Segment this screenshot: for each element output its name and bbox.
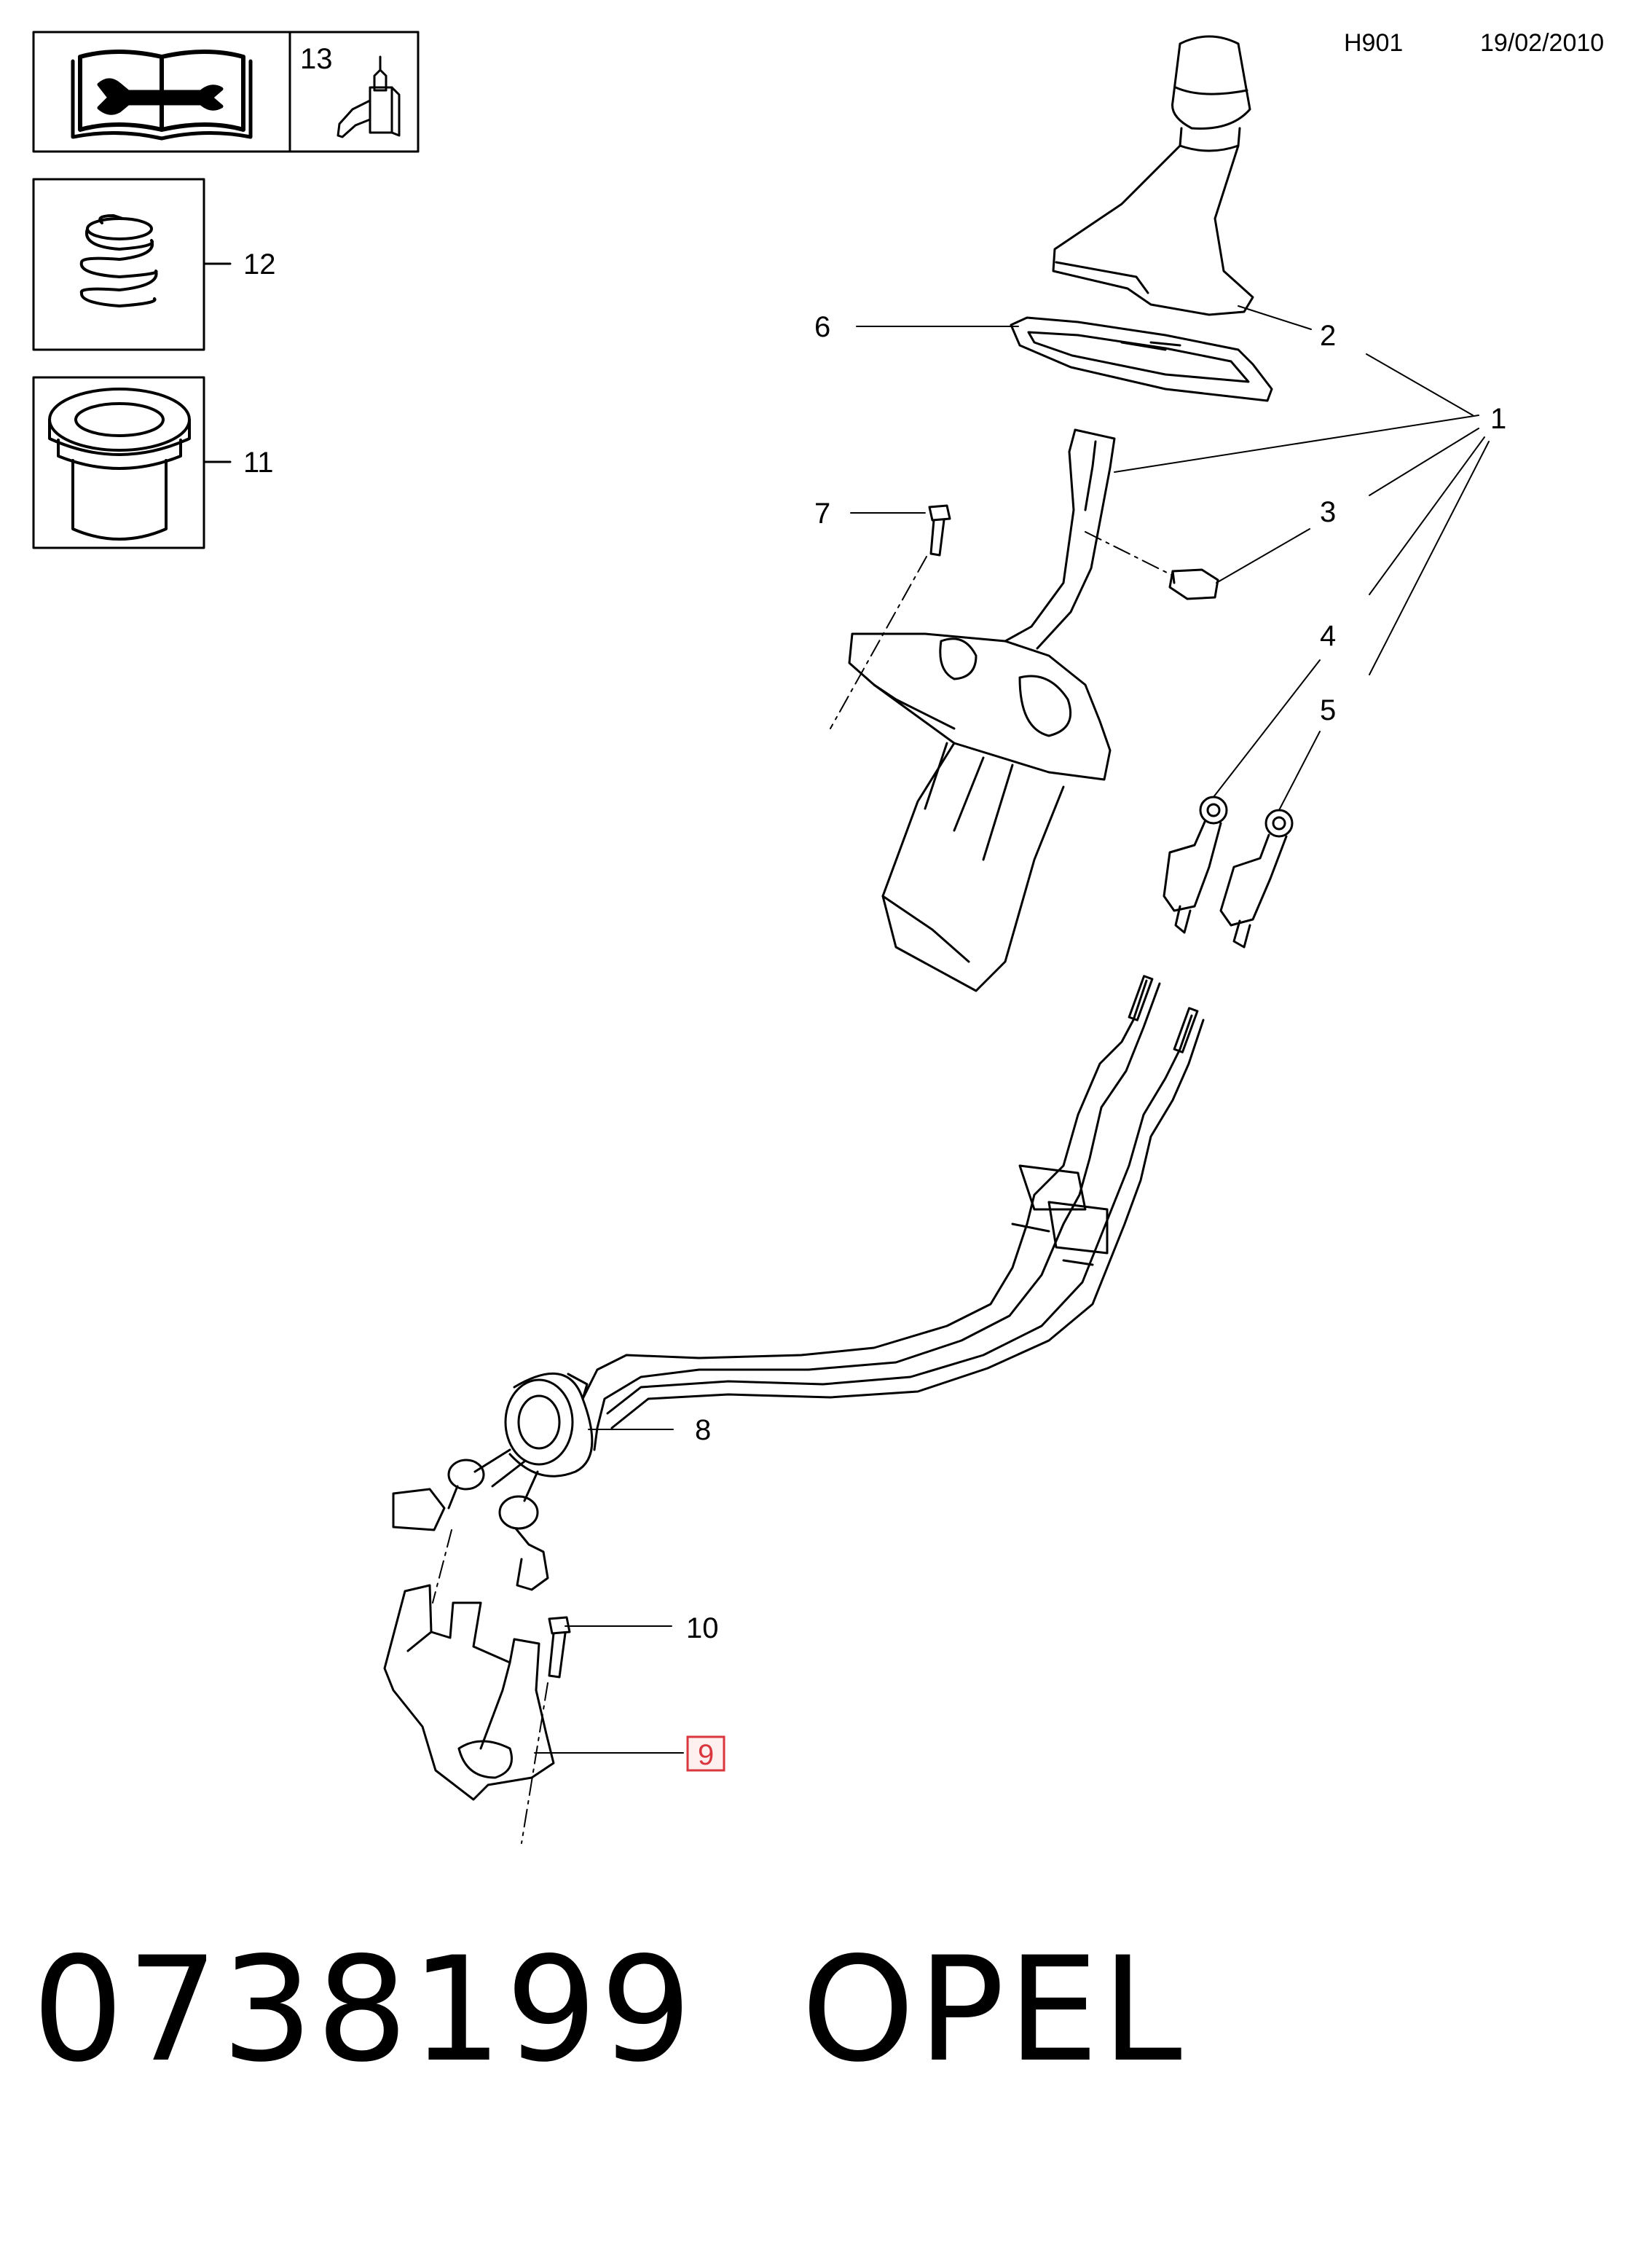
callout-6: 6 [814,311,830,343]
part-number: 0738199 [32,1926,695,2094]
exploded-parts-diagram: 1 2 3 4 5 6 7 8 10 9 13 12 11 [32,31,1506,1844]
callout-10: 10 [686,1612,719,1644]
legend-box-manual [32,31,420,153]
cable-end-transmission [392,1448,549,1591]
callout-9[interactable]: 9 [698,1739,714,1771]
bracket-bolt [548,1616,571,1679]
callout-9-highlight-box [686,1735,725,1772]
legend-number-11: 11 [243,447,274,479]
callout-8: 8 [695,1414,711,1446]
callout-5: 5 [1320,694,1336,726]
cable-grommet [504,1372,599,1477]
manual-wrench-book-icon [71,50,253,141]
callout-7: 7 [814,498,830,530]
callout-4: 4 [1320,620,1336,652]
shift-lever-housing [848,428,1116,992]
legend-numbers: 13 12 11 [243,43,333,479]
callout-1: 1 [1490,403,1506,435]
brand-name: OPEL [801,1926,1185,2094]
legend-box-bushing [32,376,232,549]
callouts: 1 2 3 4 5 6 7 8 10 9 [686,311,1506,1772]
alignment-lines [432,531,1173,1844]
cable-end-fitting-4 [1163,796,1228,934]
legend-number-12: 12 [243,248,276,280]
shift-boot-frame [1010,316,1273,402]
cable-end-fitting-5 [1219,809,1294,949]
legend-box-spring [32,178,232,351]
shift-cables [581,975,1205,1429]
callout-2: 2 [1320,320,1336,352]
adhesive-bottle-icon [337,55,401,138]
bushing-grommet-icon [48,388,191,541]
gear-knob-boot [1052,35,1254,316]
selector-clip [1168,568,1219,600]
coil-spring-icon [79,214,158,307]
legend-number-13: 13 [300,43,333,75]
diagram-code: H901 [1344,29,1404,57]
callout-3: 3 [1320,496,1336,528]
diagram-date: 19/02/2010 [1480,29,1605,57]
cable-bracket [383,1584,555,1801]
housing-bolt [928,504,951,557]
leader-lines [534,305,1490,1754]
